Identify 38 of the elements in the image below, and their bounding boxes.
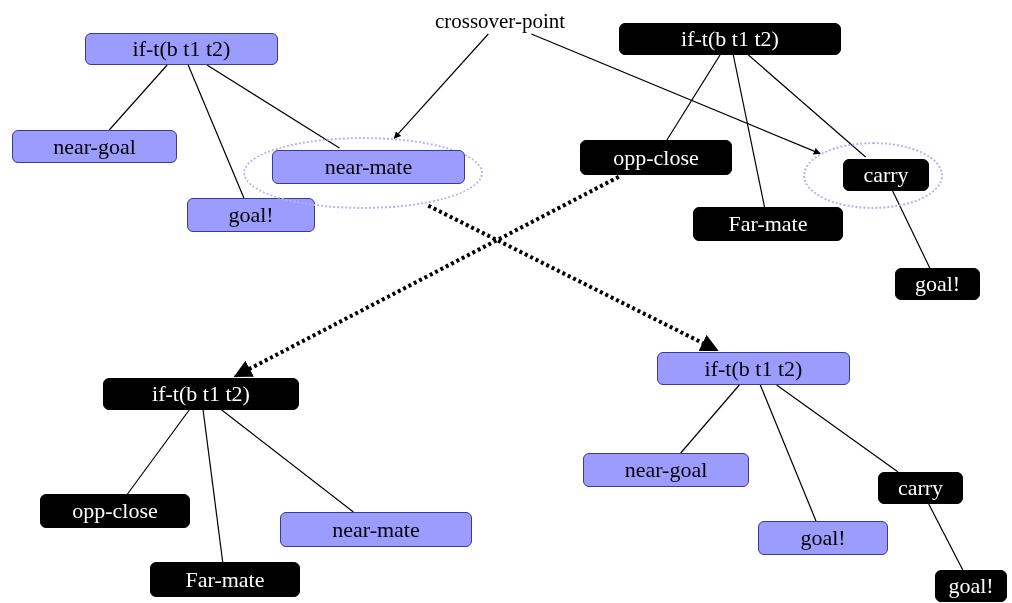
connector-line (776, 384, 899, 473)
connector-line (108, 64, 168, 131)
dotted-ellipse (243, 137, 483, 209)
tree-node: if-t(b t1 t2) (619, 23, 841, 55)
tree-node: near-goal (12, 130, 177, 163)
tree-node: goal! (935, 570, 1007, 602)
connector-line (928, 503, 964, 571)
connector-line (732, 54, 766, 208)
connector-line (126, 409, 190, 495)
arrow (233, 175, 620, 378)
annotation-text: crossover-point (390, 8, 610, 34)
arrow (393, 33, 489, 139)
connector-line (680, 384, 740, 454)
connector-line (666, 54, 721, 141)
tree-node: opp-close (40, 494, 190, 528)
connector-line (187, 64, 245, 199)
connector-line (747, 54, 867, 158)
tree-node: Far-mate (693, 207, 843, 241)
tree-node: if-t(b t1 t2) (657, 352, 850, 385)
tree-node: goal! (758, 521, 888, 555)
tree-node: near-mate (280, 512, 472, 547)
connector-line (202, 409, 224, 563)
connector-line (206, 64, 340, 149)
tree-node: carry (843, 159, 929, 191)
tree-node: goal! (187, 198, 315, 232)
arrow (530, 33, 821, 155)
tree-node: if-t(b t1 t2) (85, 33, 278, 65)
connector-line (221, 409, 354, 513)
arrow (427, 203, 719, 352)
dotted-ellipse (803, 142, 943, 209)
tree-node: opp-close (580, 140, 732, 175)
tree-node: near-mate (272, 150, 465, 184)
tree-node: near-goal (583, 453, 749, 487)
tree-node: carry (878, 472, 963, 504)
tree-node: Far-mate (150, 562, 300, 597)
tree-node: goal! (895, 268, 980, 300)
connector-line (759, 384, 817, 522)
tree-node: if-t(b t1 t2) (103, 378, 299, 410)
